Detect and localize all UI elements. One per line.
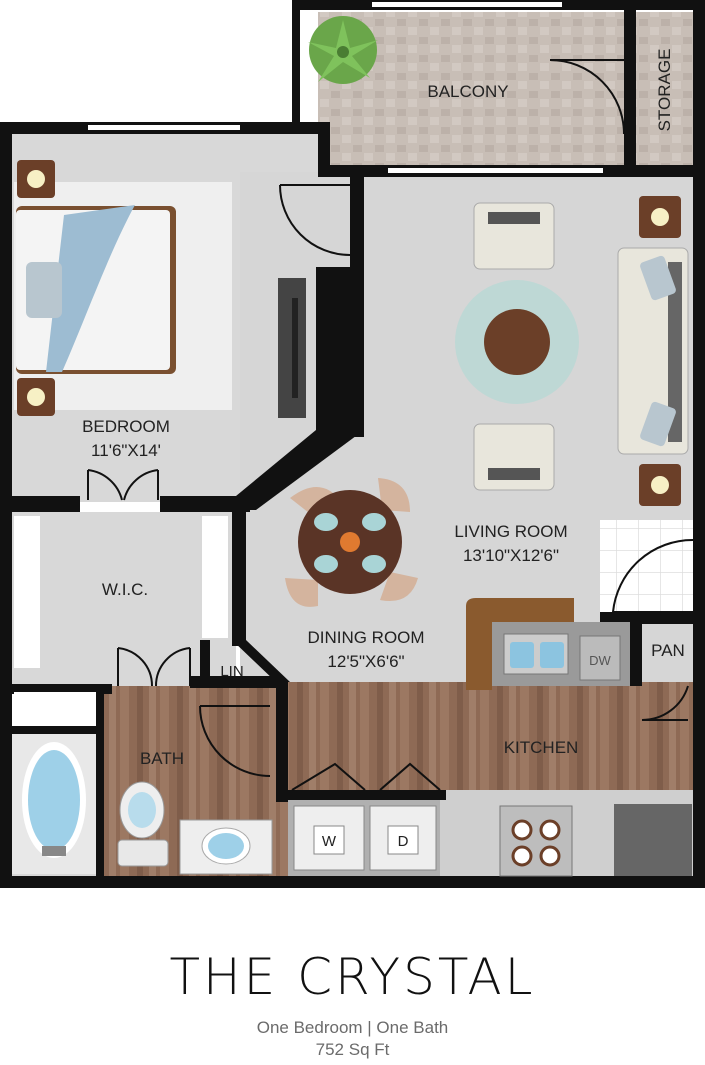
label-dining: DINING ROOM: [307, 628, 424, 647]
wall-wic-bottom: [0, 684, 112, 694]
label-bath: BATH: [140, 749, 184, 768]
label-lin: LIN: [220, 663, 243, 680]
wall-laundry-top: [276, 790, 446, 800]
wic-floor: [10, 512, 236, 692]
wall-closet-top: [0, 726, 104, 734]
door-bedroom: [279, 184, 351, 256]
door-bath: [199, 705, 271, 777]
dining-table: [285, 478, 418, 607]
window-living: [388, 168, 603, 173]
stove: [499, 805, 573, 877]
door-pantry: [641, 685, 689, 722]
wall-closet-right: [96, 686, 104, 876]
fridge: [614, 804, 692, 876]
bath-fixtures: [12, 734, 273, 875]
window-bedroom: [88, 125, 240, 130]
wall-pillar: [316, 267, 364, 437]
wall-pantry-left: [630, 616, 642, 686]
wall-bedroom-bottom: [0, 496, 80, 512]
label-wic: W.I.C.: [102, 580, 148, 599]
wall-bath-right: [276, 682, 288, 802]
label-pan: PAN: [651, 641, 685, 660]
plant: [308, 16, 378, 84]
storage-wall: [624, 0, 636, 172]
wall-bedroom-balcony: [318, 122, 330, 172]
wall-pantry-top: [600, 612, 705, 624]
label-bedroom-size: 11'6"X14': [91, 441, 161, 460]
room-labels: BALCONY STORAGE BEDROOM 11'6"X14' W.I.C.…: [82, 49, 685, 850]
wall-angled: [236, 430, 364, 510]
wic-shelves: [14, 516, 228, 718]
wall-lin-angle: [232, 640, 290, 682]
door-wic-left: [87, 469, 123, 501]
kitchen-fixtures: [466, 598, 692, 877]
outer-wall-right: [693, 0, 705, 888]
wall-lin: [200, 640, 210, 686]
bed-blanket: [46, 205, 135, 372]
label-dishwasher: DW: [589, 653, 611, 668]
bed-pillow: [26, 262, 62, 318]
living-furniture: [455, 196, 689, 506]
door-bath-right: [154, 647, 191, 687]
label-dining-size: 12'5"X6'6": [327, 652, 404, 671]
plan-title: THE CRYSTAL: [169, 948, 536, 1006]
laundry: [288, 800, 440, 876]
doors: [87, 59, 694, 791]
label-living: LIVING ROOM: [454, 522, 567, 541]
balcony-wall-left: [292, 0, 300, 125]
kitchen-bar: [466, 598, 574, 690]
plan-summary: One Bedroom | One Bath: [256, 1018, 449, 1037]
door-bath-left: [117, 647, 154, 687]
door-entry: [611, 538, 694, 613]
label-dryer: D: [398, 833, 409, 850]
wall-bedroom-bottom-2: [160, 496, 250, 512]
door-balcony: [549, 59, 625, 135]
windows: [88, 2, 603, 173]
dishwasher-box: [579, 635, 621, 681]
wall-wic-right: [232, 496, 246, 646]
label-washer: W: [322, 833, 337, 850]
door-wic-right: [123, 469, 159, 501]
coffee-table-top: [484, 309, 550, 375]
label-storage: STORAGE: [655, 49, 674, 132]
outer-wall-bottom: [0, 876, 705, 888]
floor-plan: BALCONY STORAGE BEDROOM 11'6"X14' W.I.C.…: [0, 0, 705, 888]
label-living-size: 13'10"X12'6": [463, 546, 559, 565]
label-bedroom: BEDROOM: [82, 417, 170, 436]
window-balcony: [372, 2, 562, 7]
armchair-bottom: [473, 423, 555, 491]
bed: [14, 160, 306, 418]
label-kitchen: KITCHEN: [504, 738, 579, 757]
wall-bedroom-right: [350, 172, 364, 267]
entry-tile: [600, 520, 695, 612]
wall-bath-top: [190, 676, 276, 688]
door-laundry: [291, 762, 441, 791]
label-balcony: BALCONY: [427, 82, 508, 101]
plan-area: 752 Sq Ft: [315, 1040, 390, 1059]
